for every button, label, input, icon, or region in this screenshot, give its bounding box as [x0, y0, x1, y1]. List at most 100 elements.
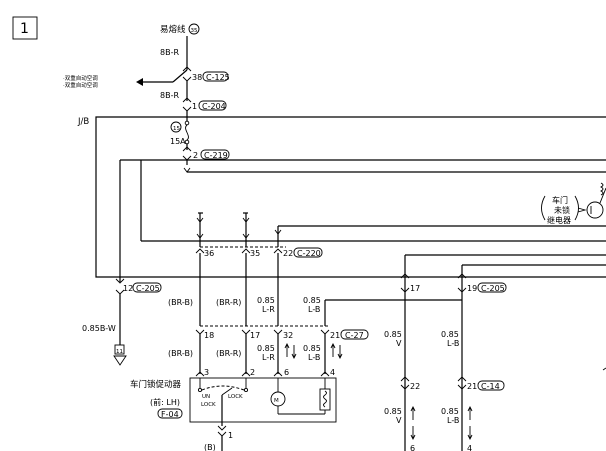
fuse-title: 易熔线: [160, 24, 186, 35]
page-marker-box: [12, 16, 38, 40]
relay-paren-left: [541, 195, 546, 221]
ground-icon: [113, 355, 127, 366]
r-pin-22: 22: [410, 382, 420, 391]
chevron-icon: [182, 76, 192, 82]
lr-label-low: L-R: [262, 353, 275, 362]
chevron-icon: [196, 217, 204, 223]
chevron-icon: [242, 217, 250, 223]
chevron-icon: [217, 431, 227, 437]
act-pin-3: 3: [204, 368, 209, 377]
chevron-icon: [241, 371, 251, 377]
actuator-title: 车门锁促动器: [130, 379, 182, 390]
chevron-icon: [182, 97, 192, 103]
switch-arc: [201, 385, 245, 391]
switch-blade: [221, 387, 233, 396]
chevron-icon: [457, 273, 467, 279]
fuse-id: 35: [191, 28, 198, 34]
switch-terminal: [243, 387, 249, 393]
c125-tag: [202, 71, 229, 82]
pin-32: 32: [283, 331, 293, 340]
chevron-icon: [400, 273, 410, 279]
c205b-tag: [477, 282, 507, 293]
fuse-element: [185, 124, 189, 141]
c204-wire: 8B-R: [160, 91, 179, 100]
lb-w-top: 0.85: [303, 296, 321, 305]
r-pin-4: 4: [467, 444, 472, 451]
chevron-icon: [241, 329, 251, 335]
jb-label: J/B: [77, 117, 89, 127]
chevron-icon: [457, 287, 467, 293]
c219-tag: [200, 149, 230, 160]
chevron-icon: [274, 229, 282, 235]
arrow-left-icon: [136, 78, 143, 86]
c204-tag: [198, 100, 227, 111]
chevron-icon: [115, 278, 125, 284]
fuse-id-circle: [188, 23, 200, 35]
relay-line2: 未锁: [554, 205, 570, 215]
branch-diag: [172, 69, 188, 83]
chevron-icon: [400, 384, 410, 390]
current-arrow-up-icon: [467, 405, 473, 420]
chevron-icon: [457, 376, 467, 382]
fuse-no-circle: [170, 121, 182, 133]
act-bottom: (B): [204, 443, 216, 451]
relay-line1: 车门: [552, 195, 568, 205]
relay-line3: 继电器: [547, 215, 571, 225]
ground-id-box: [114, 344, 125, 355]
r-v-w: 0.85: [384, 330, 402, 339]
current-arrow-up-icon: [410, 405, 416, 420]
chevron-icon: [195, 371, 205, 377]
ground-wire-label: 0.85B-W: [82, 324, 116, 333]
lb-label-top: L-B: [308, 305, 320, 314]
c204-pin: 1: [192, 102, 197, 111]
arrow-note-2: ·双重自动空调: [63, 81, 98, 89]
c125-name: C-125: [206, 73, 230, 82]
r-pin-21: 21: [467, 382, 477, 391]
r-v-label: V: [396, 339, 402, 348]
brb-label-low: (BR-B): [168, 349, 193, 358]
fuse-wire-label: 8B-R: [160, 48, 179, 57]
actuator-side: (前: LH): [150, 397, 180, 407]
current-arrow-down-icon: [467, 426, 473, 441]
act-pin-2: 2: [250, 368, 255, 377]
c220-name: C-220: [297, 249, 321, 258]
act-pin-6: 6: [284, 368, 289, 377]
pin-18: 18: [204, 331, 214, 340]
act-lock-a: LOCK: [201, 402, 216, 408]
c27-name: C-27: [345, 331, 364, 340]
fuse-no: 15: [173, 126, 180, 132]
c220-pin-b: 35: [250, 249, 260, 258]
chevron-icon: [182, 66, 192, 72]
act-pin-1: 1: [228, 431, 233, 440]
c220-pin-c: 22: [283, 249, 293, 258]
current-arrow-down-icon: [337, 345, 343, 360]
c204-name: C-204: [202, 102, 226, 111]
r-pin-17: 17: [410, 284, 420, 293]
c125-pin: 38: [192, 73, 202, 82]
relay-transistor: [586, 201, 604, 219]
brb-label-top: (BR-B): [168, 298, 193, 307]
r-pin-19: 19: [467, 284, 477, 293]
c205a-name: C-205: [136, 284, 160, 293]
chevron-icon: [273, 371, 283, 377]
lb-w-low: 0.85: [303, 344, 321, 353]
c205b-name: C-205: [481, 284, 505, 293]
motor-letter: M: [274, 398, 279, 404]
actuator-conn-tag: [157, 408, 183, 419]
chevron-icon: [241, 248, 251, 254]
c220-tag: [293, 247, 323, 258]
r-v-label2: V: [396, 416, 402, 425]
brr-label-low: (BR-R): [216, 349, 241, 358]
pin-17: 17: [250, 331, 260, 340]
brr-label-top: (BR-R): [216, 298, 241, 307]
chevron-icon: [273, 329, 283, 335]
act-pin-4: 4: [330, 368, 335, 377]
act-unlock: UN: [202, 394, 210, 400]
chevron-icon: [195, 329, 205, 335]
lr-w-low: 0.85: [257, 344, 275, 353]
relay-coil: [599, 182, 604, 196]
chevron-icon: [400, 287, 410, 293]
r-lb-w: 0.85: [441, 330, 459, 339]
